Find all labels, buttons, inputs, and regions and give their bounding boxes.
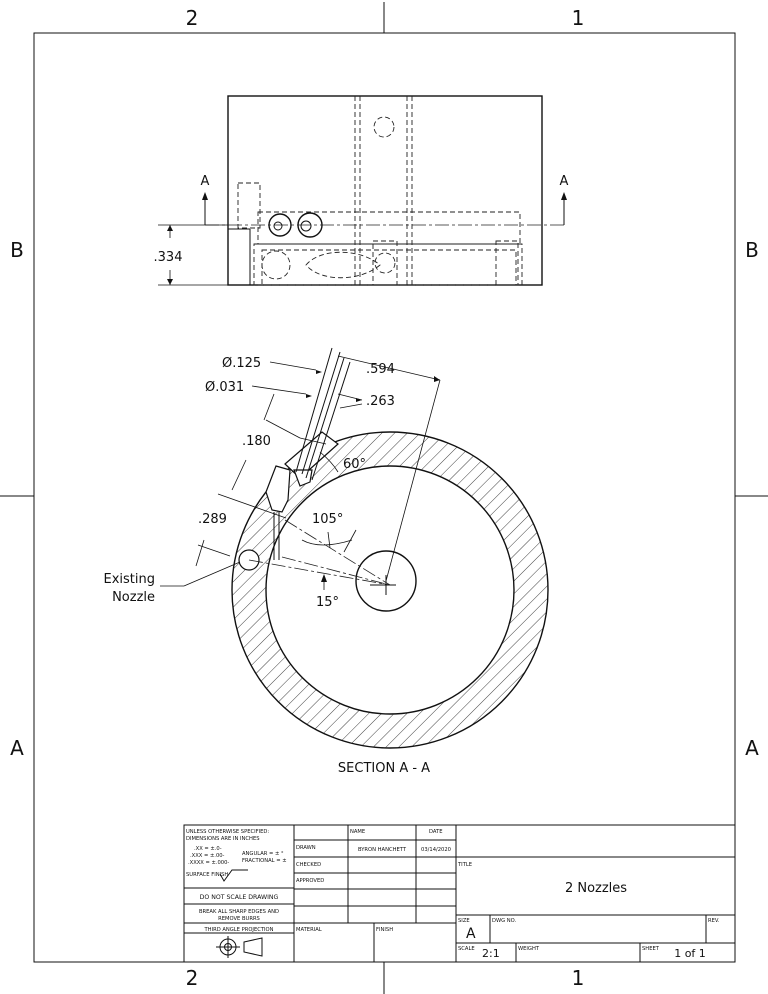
top-view-outline xyxy=(227,95,543,286)
tb-drawn-date: 03/14/2020 xyxy=(421,847,451,853)
tb-notes-line2: DIMENSIONS ARE IN INCHES xyxy=(186,836,260,842)
dim-angle-15: 15° xyxy=(316,595,339,610)
dim-angle-60: 60° xyxy=(343,457,366,472)
tb-tol-2: .XXX = ±.00- xyxy=(190,853,225,859)
callout-nozzle: Nozzle xyxy=(112,590,155,605)
dim-594: .594 xyxy=(366,362,395,377)
section-view: Ø.125 Ø.031 .594 .263 .180 60° .289 105° xyxy=(104,347,549,776)
tb-dwg-no-label: DWG NO. xyxy=(492,918,517,924)
tb-finish-label: FINISH xyxy=(376,927,393,933)
tb-tol-1: .XX = ±.0- xyxy=(194,846,222,852)
dim-289: .289 xyxy=(198,512,227,527)
tb-break-edges-1: BREAK ALL SHARP EDGES AND xyxy=(199,909,279,915)
third-angle-projection-icon xyxy=(216,936,263,958)
tb-weight-label: WEIGHT xyxy=(518,946,540,952)
section-caption: SECTION A - A xyxy=(338,761,430,776)
zone-label-bottom-1: 1 xyxy=(572,966,585,990)
sheet-border xyxy=(33,32,736,963)
tb-scale: 2:1 xyxy=(482,947,500,960)
tb-row-checked: CHECKED xyxy=(296,862,321,868)
title-block: UNLESS OTHERWISE SPECIFIED: DIMENSIONS A… xyxy=(183,824,736,963)
section-marker-left: A xyxy=(201,174,210,189)
dim-334: .334 xyxy=(154,250,183,265)
tb-rev-label: REV. xyxy=(708,918,720,924)
dim-180: .180 xyxy=(242,434,271,449)
tb-scale-label: SCALE xyxy=(458,946,475,952)
tb-col-name: NAME xyxy=(350,829,365,835)
dim-dia-031: Ø.031 xyxy=(205,380,244,395)
tb-break-edges-2: REMOVE BURRS xyxy=(218,916,260,922)
inner-bore xyxy=(265,465,515,715)
tb-tol-angular: ANGULAR = ± ° xyxy=(242,851,284,857)
tb-sheet: 1 of 1 xyxy=(674,947,706,960)
tb-col-date: DATE xyxy=(429,829,443,835)
nozzle-bore-1 xyxy=(265,465,291,513)
tb-row-drawn: DRAWN xyxy=(296,845,316,851)
tb-projection: THIRD ANGLE PROJECTION xyxy=(203,927,273,933)
tb-title: 2 Nozzles xyxy=(565,881,627,896)
zone-label-left-a: A xyxy=(10,736,24,760)
tb-notes-line1: UNLESS OTHERWISE SPECIFIED: xyxy=(186,829,269,835)
hidden-hole-top xyxy=(373,116,395,138)
tb-tol-3: .XXXX = ±.000- xyxy=(188,860,229,866)
zone-label-right-b: B xyxy=(745,238,759,262)
section-marker-right: A xyxy=(560,174,569,189)
tb-do-not-scale: DO NOT SCALE DRAWING xyxy=(200,894,279,901)
zone-label-left-b: B xyxy=(10,238,24,262)
tb-size-label: SIZE xyxy=(458,918,470,924)
tb-drawn-name: BYRON HANCHETT xyxy=(358,847,407,853)
tb-title-label: TITLE xyxy=(457,862,472,868)
dim-263: .263 xyxy=(366,394,395,409)
tb-material-label: MATERIAL xyxy=(296,927,322,933)
dim-angle-105: 105° xyxy=(312,512,343,527)
zone-label-bottom-2: 2 xyxy=(186,966,199,990)
dim-dia-125: Ø.125 xyxy=(222,356,261,371)
zone-label-top-2: 2 xyxy=(186,6,199,30)
zone-label-top-1: 1 xyxy=(572,6,585,30)
tb-surface-finish: SURFACE FINISH xyxy=(186,872,228,878)
zone-label-right-a: A xyxy=(745,736,759,760)
tb-size: A xyxy=(466,926,476,942)
tb-row-approved: APPROVED xyxy=(296,878,324,884)
tb-tol-fractional: FRACTIONAL = ± xyxy=(242,858,287,864)
center-hole xyxy=(355,550,417,612)
outer-circle xyxy=(231,431,549,749)
surface-finish-symbol xyxy=(219,869,248,882)
top-view: A A .334 xyxy=(154,95,569,286)
callout-existing: Existing xyxy=(104,572,156,587)
tb-sheet-label: SHEET xyxy=(642,946,660,952)
